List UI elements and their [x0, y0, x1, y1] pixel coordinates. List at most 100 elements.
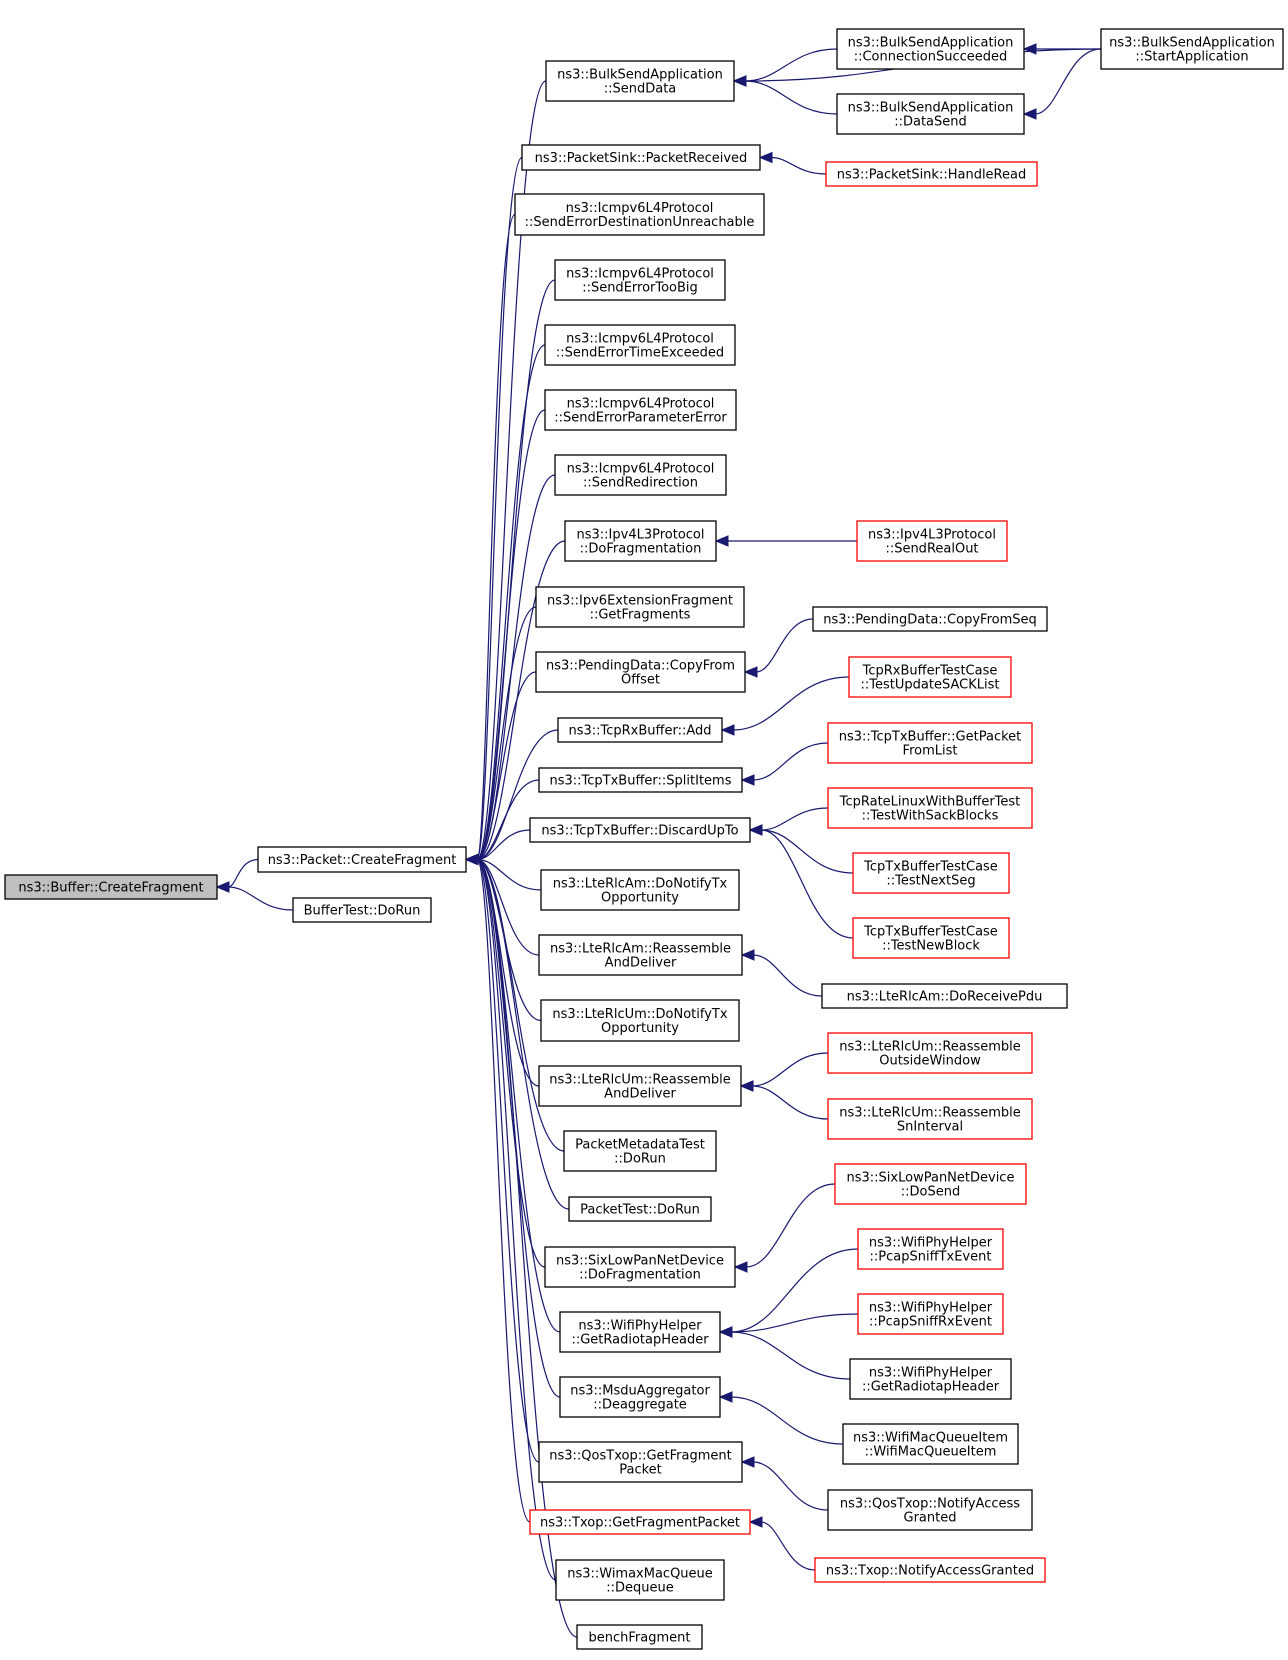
node-label: ::SendErrorParameterError	[554, 411, 727, 426]
node-icmp_sr[interactable]: ns3::Icmpv6L4Protocol::SendRedirection	[554, 454, 727, 496]
node-pcf[interactable]: ns3::Packet::CreateFragment	[257, 846, 467, 873]
node-box	[540, 869, 740, 911]
node-wph_psrx[interactable]: ns3::WifiPhyHelper::PcapSniffRxEvent	[857, 1293, 1004, 1335]
edge-slp_df-to-pcf	[464, 853, 546, 1268]
edge-btr-to-root	[215, 881, 294, 911]
node-label: ns3::LteRlcAm::DoReceivePdu	[847, 990, 1043, 1005]
node-label: ns3::WifiPhyHelper	[578, 1319, 702, 1334]
edge-ttbtc_tns-to-ttb_dut	[748, 824, 854, 874]
edge-pd_cfs-to-pd_cfo	[743, 618, 814, 678]
node-label: ns3::Icmpv6L4Protocol	[566, 267, 714, 282]
node-wph_grh[interactable]: ns3::WifiPhyHelper::GetRadiotapHeader	[559, 1311, 721, 1353]
node-box	[555, 1559, 725, 1601]
node-label: ::SendErrorTimeExceeded	[556, 346, 724, 361]
node-label: ::StartApplication	[1135, 50, 1248, 65]
node-ttbtc_tns[interactable]: TcpTxBufferTestCase::TestNextSeg	[852, 852, 1010, 894]
node-label: ::SendRealOut	[885, 542, 978, 557]
node-ttbtc_tnb[interactable]: TcpTxBufferTestCase::TestNewBlock	[852, 917, 1010, 959]
node-icmp_sedu[interactable]: ns3::Icmpv6L4Protocol::SendErrorDestinat…	[514, 193, 765, 236]
node-box	[257, 846, 467, 873]
edge-qt_gfp-to-pcf	[464, 853, 540, 1463]
node-label: ::SendData	[604, 82, 677, 97]
node-label: ns3::PendingData::CopyFrom	[546, 659, 735, 674]
node-pt_dr[interactable]: PacketTest::DoRun	[568, 1196, 712, 1222]
node-wph_grh2[interactable]: ns3::WifiPhyHelper::GetRadiotapHeader	[849, 1358, 1012, 1400]
node-trb_add[interactable]: ns3::TcpRxBuffer::Add	[557, 717, 723, 743]
node-wmq_d[interactable]: ns3::WimaxMacQueue::Dequeue	[555, 1559, 725, 1601]
node-label: FromList	[903, 744, 958, 759]
node-label: ::ConnectionSucceeded	[854, 50, 1008, 65]
node-ipv4_df[interactable]: ns3::Ipv4L3Protocol::DoFragmentation	[564, 520, 717, 562]
node-pd_cfs[interactable]: ns3::PendingData::CopyFromSeq	[812, 606, 1048, 632]
node-btr[interactable]: BufferTest::DoRun	[292, 897, 432, 923]
node-ps_hr[interactable]: ns3::PacketSink::HandleRead	[825, 161, 1038, 187]
edge-um_rad-to-pcf	[464, 853, 540, 1087]
node-ma_d[interactable]: ns3::MsduAggregator::Deaggregate	[559, 1376, 721, 1418]
node-box	[535, 586, 745, 628]
node-label: ns3::TcpTxBuffer::SplitItems	[550, 774, 732, 789]
node-trlwbt[interactable]: TcpRateLinuxWithBufferTest::TestWithSack…	[827, 787, 1033, 829]
node-label: ns3::BulkSendApplication	[848, 36, 1014, 51]
node-slp_df[interactable]: ns3::SixLowPanNetDevice::DoFragmentation	[544, 1246, 736, 1288]
node-tx_nag[interactable]: ns3::Txop::NotifyAccessGranted	[814, 1557, 1046, 1583]
node-icmp_setb[interactable]: ns3::Icmpv6L4Protocol::SendErrorTooBig	[554, 259, 726, 301]
node-label: ns3::LteRlcUm::Reassemble	[839, 1106, 1021, 1121]
node-box	[827, 1032, 1033, 1074]
edge-am_drp-to-am_rad	[740, 949, 823, 997]
node-label: ns3::LteRlcUm::Reassemble	[549, 1073, 731, 1088]
nodes-layer: ns3::Buffer::CreateFragment ns3::Packet::…	[4, 28, 1284, 1650]
node-ttb_si[interactable]: ns3::TcpTxBuffer::SplitItems	[538, 767, 743, 793]
node-label: ns3::BulkSendApplication	[557, 68, 723, 83]
node-icmp_sepe[interactable]: ns3::Icmpv6L4Protocol::SendErrorParamete…	[544, 389, 737, 431]
node-pmt_dr[interactable]: PacketMetadataTest::DoRun	[563, 1130, 717, 1172]
node-box	[834, 1163, 1027, 1205]
node-label: benchFragment	[589, 1631, 691, 1646]
node-label: ns3::BulkSendApplication	[1109, 36, 1275, 51]
node-bsa_sd[interactable]: ns3::BulkSendApplication::SendData	[545, 60, 735, 102]
node-ttb_dut[interactable]: ns3::TcpTxBuffer::DiscardUpTo	[529, 817, 751, 843]
node-label: ns3::QosTxop::NotifyAccess	[840, 1497, 1020, 1512]
node-qt_nag[interactable]: ns3::QosTxop::NotifyAccessGranted	[827, 1489, 1033, 1531]
node-bsa_sa[interactable]: ns3::BulkSendApplication::StartApplicati…	[1100, 28, 1284, 70]
node-label: ::WifiMacQueueItem	[865, 1445, 997, 1460]
node-bsa_cs[interactable]: ns3::BulkSendApplication::ConnectionSucc…	[836, 28, 1025, 70]
node-qt_gfp[interactable]: ns3::QosTxop::GetFragmentPacket	[538, 1441, 743, 1483]
node-bf[interactable]: benchFragment	[576, 1624, 703, 1650]
node-label: PacketTest::DoRun	[580, 1203, 700, 1218]
node-ipv6_gf[interactable]: ns3::Ipv6ExtensionFragment::GetFragments	[535, 586, 745, 628]
node-am_drp[interactable]: ns3::LteRlcAm::DoReceivePdu	[821, 983, 1068, 1009]
node-box	[529, 1509, 751, 1535]
node-label: ns3::LteRlcAm::Reassemble	[550, 942, 731, 957]
edge-bsa_sa-to-bsa_cs	[1022, 43, 1101, 55]
node-label: OutsideWindow	[879, 1054, 981, 1069]
node-wph_pstx[interactable]: ns3::WifiPhyHelper::PcapSniffTxEvent	[857, 1228, 1004, 1270]
node-icmp_sete[interactable]: ns3::Icmpv6L4Protocol::SendErrorTimeExce…	[544, 324, 736, 366]
node-bsa_ds[interactable]: ns3::BulkSendApplication::DataSend	[836, 93, 1025, 135]
node-box	[554, 454, 727, 496]
node-root[interactable]: ns3::Buffer::CreateFragment	[4, 874, 218, 900]
edge-trbtc_tus-to-trb_add	[720, 676, 850, 736]
node-tx_gfp[interactable]: ns3::Txop::GetFragmentPacket	[529, 1509, 751, 1535]
node-trbtc_tus[interactable]: TcpRxBufferTestCase::TestUpdateSACKList	[848, 656, 1012, 698]
node-label: TcpTxBufferTestCase	[863, 860, 998, 875]
node-ipv4_sro[interactable]: ns3::Ipv4L3Protocol::SendRealOut	[856, 520, 1008, 562]
node-label: ns3::Txop::GetFragmentPacket	[540, 1516, 740, 1531]
node-label: PacketMetadataTest	[575, 1138, 705, 1153]
node-label: TcpTxBufferTestCase	[863, 925, 998, 940]
node-label: BufferTest::DoRun	[304, 904, 421, 919]
node-slp_ds[interactable]: ns3::SixLowPanNetDevice::DoSend	[834, 1163, 1027, 1205]
node-box	[514, 193, 765, 236]
node-box	[1100, 28, 1284, 70]
node-box	[538, 767, 743, 793]
node-ps_pr[interactable]: ns3::PacketSink::PacketReceived	[521, 144, 761, 171]
node-wmqi[interactable]: ns3::WifiMacQueueItem::WifiMacQueueItem	[842, 1423, 1019, 1465]
